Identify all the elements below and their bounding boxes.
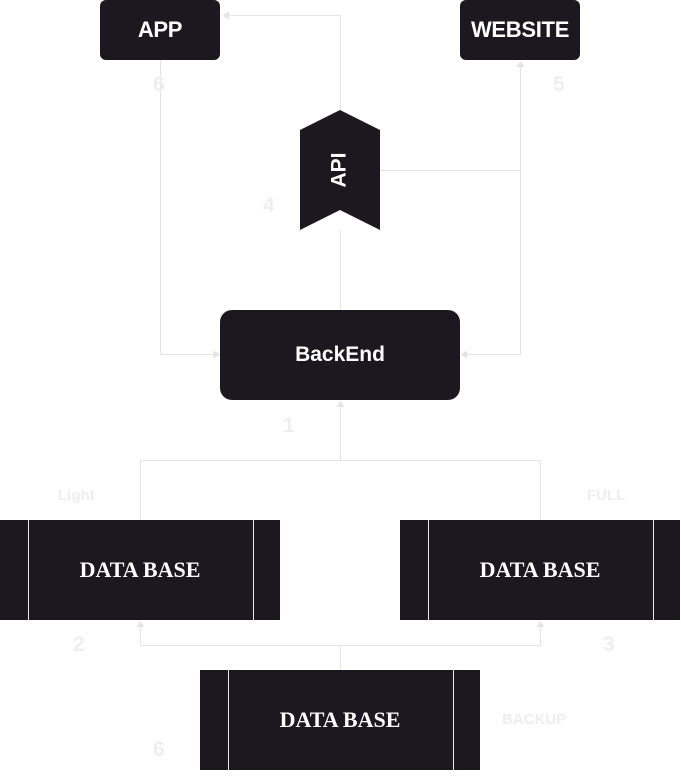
app-node-label: APP [137, 17, 183, 42]
connector-app-to-backend [160, 60, 218, 355]
step-number-backend: 1 [283, 414, 295, 437]
step-number-app: 6 [153, 73, 165, 96]
app-node[interactable]: APP [100, 0, 220, 60]
arrowhead-to-app [222, 11, 229, 20]
connector-api-to-app [224, 15, 341, 110]
label-backup: BACKUP [502, 711, 567, 728]
database-full-label: DATA BASE [479, 557, 601, 582]
connector-api-to-website [380, 62, 521, 171]
arrowhead-to-backend-bottom [336, 401, 345, 407]
website-node-label: WEBSITE [470, 17, 570, 42]
arrowhead-to-db-full [536, 621, 545, 627]
database-light-label: DATA BASE [79, 557, 201, 582]
database-backup-node[interactable]: DATA BASE [200, 670, 480, 770]
api-node[interactable]: API [300, 128, 380, 212]
api-node-label: API [327, 152, 351, 188]
connector-website-to-backend [462, 170, 521, 355]
step-number-website: 5 [553, 73, 565, 96]
label-light: Light [58, 487, 95, 504]
arrowhead-to-backend-left [213, 350, 220, 359]
api-node-shape[interactable] [300, 110, 380, 230]
backend-node-label: BackEnd [295, 343, 385, 366]
arrowhead-to-backend-right [460, 350, 467, 359]
step-number-backup: 6 [153, 738, 165, 761]
step-number-db-light: 2 [73, 633, 85, 656]
website-node[interactable]: WEBSITE [460, 0, 580, 60]
database-full-node[interactable]: DATA BASE [400, 520, 680, 620]
step-number-api: 4 [263, 194, 275, 217]
step-number-db-full: 3 [603, 633, 615, 656]
backend-node[interactable]: BackEnd [220, 310, 460, 400]
arrowhead-to-website [516, 61, 525, 67]
database-light-node[interactable]: DATA BASE [0, 520, 280, 620]
label-full: FULL [587, 487, 626, 504]
database-backup-label: DATA BASE [279, 707, 401, 732]
arrowhead-to-db-light [136, 621, 145, 627]
